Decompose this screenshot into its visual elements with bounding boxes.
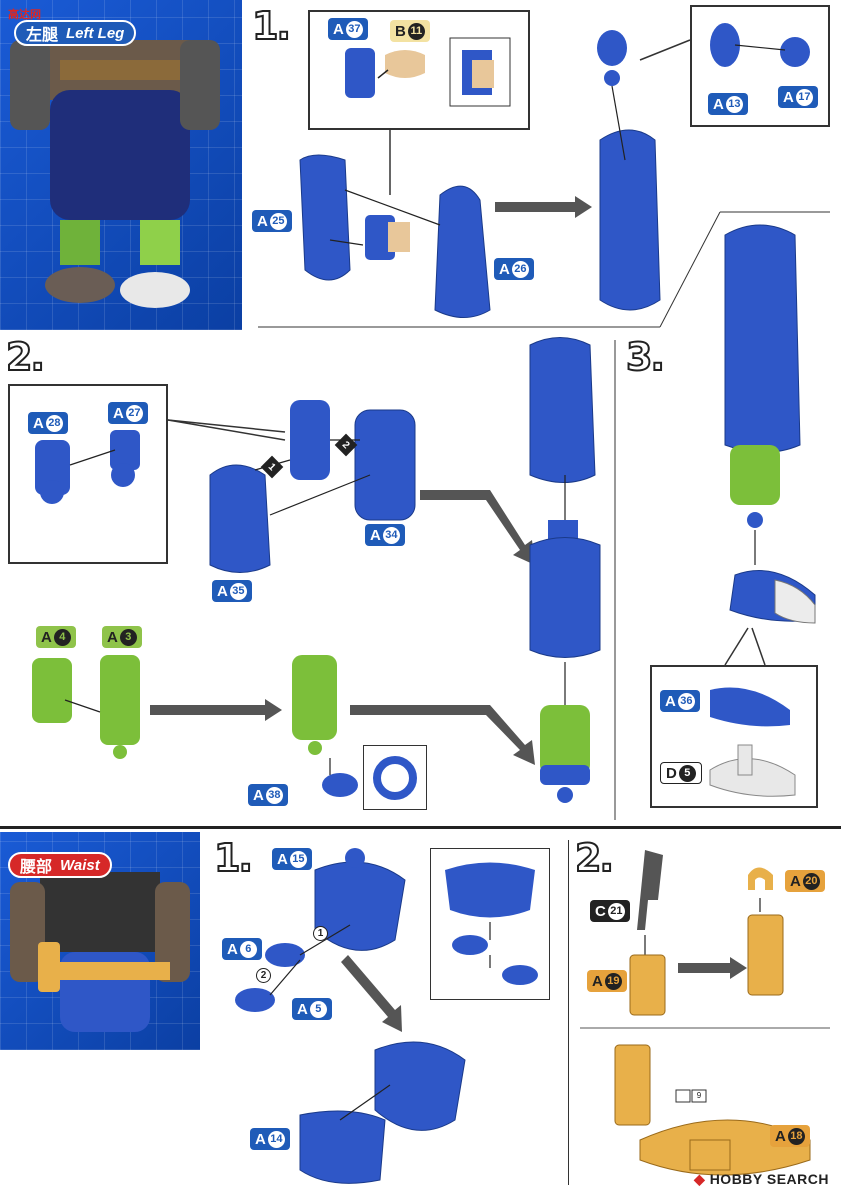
leg-step-1: 1. [251, 3, 292, 49]
left-leg-tag: 左腿 Left Leg [14, 20, 137, 46]
waist-photo: 腰部 Waist [0, 832, 200, 1050]
waist-tag-en: Waist [60, 856, 100, 874]
leg-figure-illustration [10, 40, 220, 308]
waist-step-2: 2. [574, 835, 615, 881]
brand-text: HOBBY SEARCH [709, 1171, 829, 1187]
waist-step-divider [568, 840, 569, 1185]
watermark: 高达网 [8, 9, 41, 21]
hobby-search-brand: ◆ HOBBY SEARCH [694, 1171, 829, 1188]
waist-step-1: 1. [213, 835, 254, 881]
waist-tag: 腰部 Waist [8, 852, 112, 878]
left-leg-tag-jp: 左腿 [26, 27, 59, 44]
sticker-number: 9 [696, 1091, 702, 1100]
waist-order-1: 1 [313, 926, 328, 941]
left-leg-tag-en: Left Leg [66, 24, 125, 42]
left-leg-photo: 高达网 左腿 Left Leg [0, 0, 242, 330]
waist-tag-jp: 腰部 [20, 859, 53, 876]
leg-step-2: 2. [5, 334, 46, 380]
leg-step-3: 3. [625, 334, 666, 380]
waist-figure-illustration [10, 872, 190, 1032]
brand-icon: ◆ [694, 1171, 710, 1187]
waist-order-2: 2 [256, 968, 271, 983]
section-divider [0, 826, 841, 829]
